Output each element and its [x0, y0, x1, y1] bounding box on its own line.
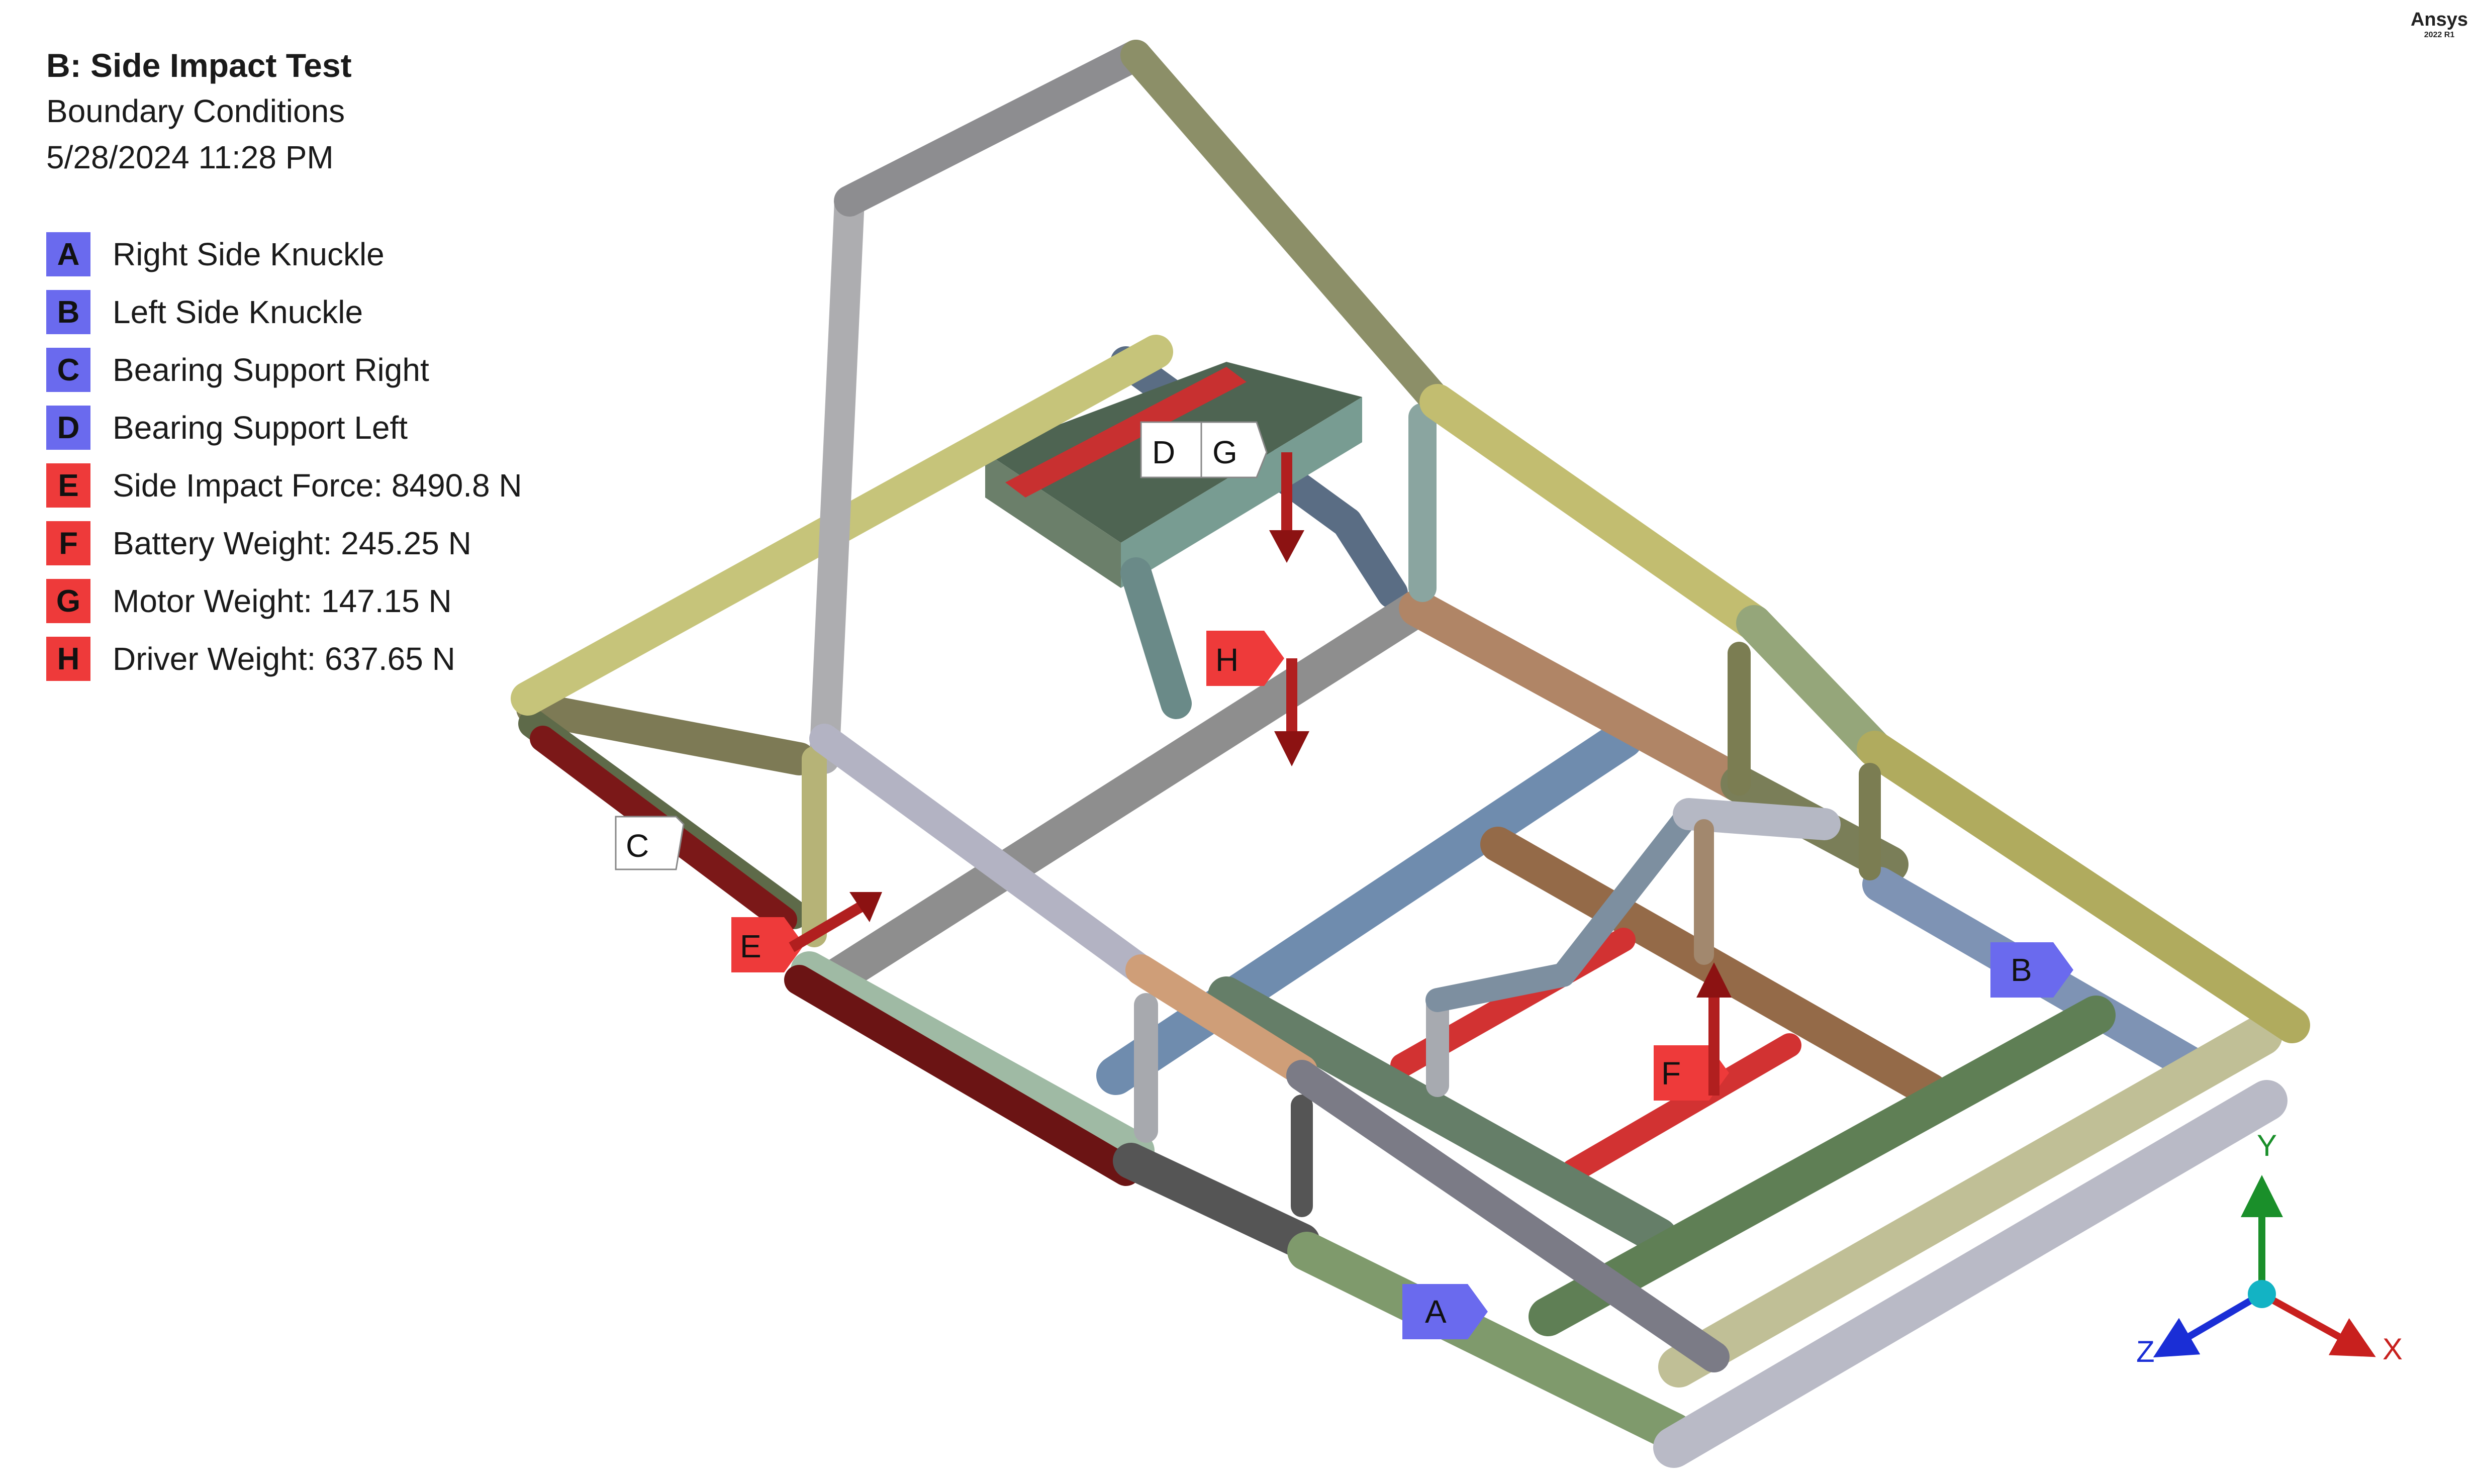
ansys-logo: Ansys 2022 R1 [2411, 9, 2468, 40]
svg-text:A: A [1425, 1294, 1447, 1330]
legend-label-H: Driver Weight: 637.65 N [113, 641, 455, 677]
legend-label-C: Bearing Support Right [113, 352, 429, 388]
svg-text:B: B [2011, 952, 2032, 988]
legend-item-A[interactable]: A Right Side Knuckle [46, 230, 385, 278]
legend-swatch-E: E [46, 463, 90, 508]
force-arrow-E [789, 892, 882, 952]
brand-version: 2022 R1 [2424, 31, 2455, 39]
legend-item-G[interactable]: G Motor Weight: 147.15 N [46, 577, 452, 625]
legend-swatch-F: F [46, 521, 90, 565]
tag-H[interactable]: H [1206, 631, 1284, 686]
legend-swatch-B: B [46, 290, 90, 334]
legend-swatch-C: C [46, 348, 90, 392]
analysis-title: B: Side Impact Test [46, 47, 352, 84]
force-arrow-G [1269, 452, 1304, 563]
legend-swatch-D: D [46, 406, 90, 450]
svg-text:H: H [1215, 642, 1238, 678]
svg-text:G: G [1212, 434, 1237, 470]
brand-name: Ansys [2410, 9, 2468, 30]
svg-text:C: C [626, 828, 649, 864]
analysis-subtitle: Boundary Conditions [46, 93, 345, 129]
tag-D[interactable]: D [1140, 421, 1212, 478]
legend-label-D: Bearing Support Left [113, 410, 408, 446]
legend-label-F: Battery Weight: 245.25 N [113, 525, 471, 561]
legend-item-H[interactable]: H Driver Weight: 637.65 N [46, 635, 455, 683]
legend-item-C[interactable]: C Bearing Support Right [46, 346, 429, 394]
legend-item-B[interactable]: B Left Side Knuckle [46, 288, 363, 336]
force-arrow-H [1274, 658, 1309, 766]
axis-triad[interactable]: Y X Z [2136, 1129, 2403, 1368]
tag-E[interactable]: E [731, 917, 804, 972]
svg-text:F: F [1661, 1055, 1681, 1092]
tag-C[interactable]: C [615, 816, 685, 870]
analysis-timestamp: 5/28/2024 11:28 PM [46, 139, 334, 175]
tag-G[interactable]: G [1200, 421, 1268, 478]
legend-label-A: Right Side Knuckle [113, 236, 385, 272]
legend-swatch-A: A [46, 232, 90, 276]
svg-text:E: E [740, 928, 761, 964]
tag-B[interactable]: B [1990, 942, 2073, 998]
legend-label-B: Left Side Knuckle [113, 294, 363, 330]
legend-label-E: Side Impact Force: 8490.8 N [113, 467, 522, 504]
legend-swatch-G: G [46, 579, 90, 623]
chassis-frame [511, 40, 2310, 1468]
axis-y-label: Y [2257, 1129, 2277, 1162]
legend-item-D[interactable]: D Bearing Support Left [46, 404, 408, 452]
legend-swatch-H: H [46, 637, 90, 681]
svg-text:D: D [1152, 434, 1175, 470]
axis-x-label: X [2382, 1332, 2403, 1366]
axis-z-label: Z [2136, 1335, 2155, 1368]
force-arrow-F [1696, 962, 1732, 1096]
tag-A[interactable]: A [1402, 1284, 1488, 1339]
legend-label-G: Motor Weight: 147.15 N [113, 583, 452, 619]
legend-item-F[interactable]: F Battery Weight: 245.25 N [46, 519, 471, 567]
legend-item-E[interactable]: E Side Impact Force: 8490.8 N [46, 461, 522, 510]
